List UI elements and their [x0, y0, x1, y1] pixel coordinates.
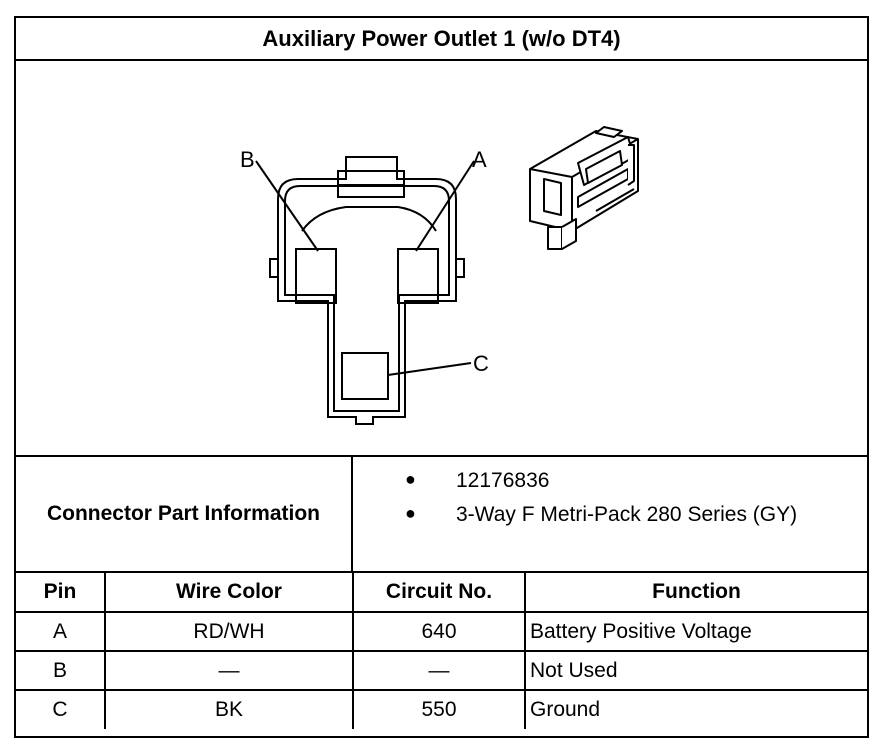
- cell-function: Not Used: [524, 650, 867, 691]
- cell-circuit-no: 550: [352, 689, 526, 729]
- chart-title: Auxiliary Power Outlet 1 (w/o DT4): [16, 18, 867, 61]
- part-number: 12176836: [456, 469, 550, 492]
- part-description: 3-Way F Metri-Pack 280 Series (GY): [456, 503, 798, 526]
- table-header-row: Pin Wire Color Circuit No. Function: [16, 573, 867, 613]
- header-circuit-no: Circuit No.: [352, 573, 526, 613]
- side-tab-right: [455, 258, 465, 278]
- connector-isometric-icon: [529, 126, 639, 250]
- header-function: Function: [524, 573, 867, 613]
- leader-a: [415, 160, 475, 252]
- pin-label-c: C: [473, 351, 489, 376]
- cavity-c: [341, 352, 389, 400]
- table-row: B — — Not Used: [16, 650, 867, 691]
- connector-part-info-label: Connector Part Information: [16, 457, 353, 571]
- connector-chart: Auxiliary Power Outlet 1 (w/o DT4): [14, 16, 869, 738]
- cell-pin: B: [16, 650, 106, 691]
- cell-function: Battery Positive Voltage: [524, 611, 867, 652]
- cell-circuit-no: —: [352, 650, 526, 691]
- leader-b: [255, 160, 319, 252]
- pinout-table: Pin Wire Color Circuit No. Function A RD…: [16, 573, 867, 729]
- cell-wire-color: RD/WH: [104, 611, 354, 652]
- connector-part-list: ● 12176836 ● 3-Way F Metri-Pack 280 Seri…: [353, 457, 867, 571]
- housing-outline: [277, 156, 457, 425]
- table-row: C BK 550 Ground: [16, 689, 867, 729]
- cell-pin: A: [16, 611, 106, 652]
- cell-wire-color: BK: [104, 689, 354, 729]
- cell-circuit-no: 640: [352, 611, 526, 652]
- header-pin: Pin: [16, 573, 106, 613]
- pin-label-a: A: [472, 147, 487, 172]
- cell-wire-color: —: [104, 650, 354, 691]
- cell-function: Ground: [524, 689, 867, 729]
- pin-label-b: B: [240, 147, 255, 172]
- bullet-icon: ●: [405, 469, 416, 489]
- side-tab-left: [269, 258, 279, 278]
- header-wire-color: Wire Color: [104, 573, 354, 613]
- table-row: A RD/WH 640 Battery Positive Voltage: [16, 611, 867, 652]
- connector-part-info: Connector Part Information ● 12176836 ● …: [16, 455, 867, 573]
- housing-inner: [284, 185, 450, 412]
- leader-c: [387, 362, 472, 376]
- bullet-icon: ●: [405, 503, 416, 523]
- cell-pin: C: [16, 689, 106, 729]
- connector-drawing: B A C: [16, 61, 867, 455]
- connector-face-diagram: B A C: [240, 126, 639, 425]
